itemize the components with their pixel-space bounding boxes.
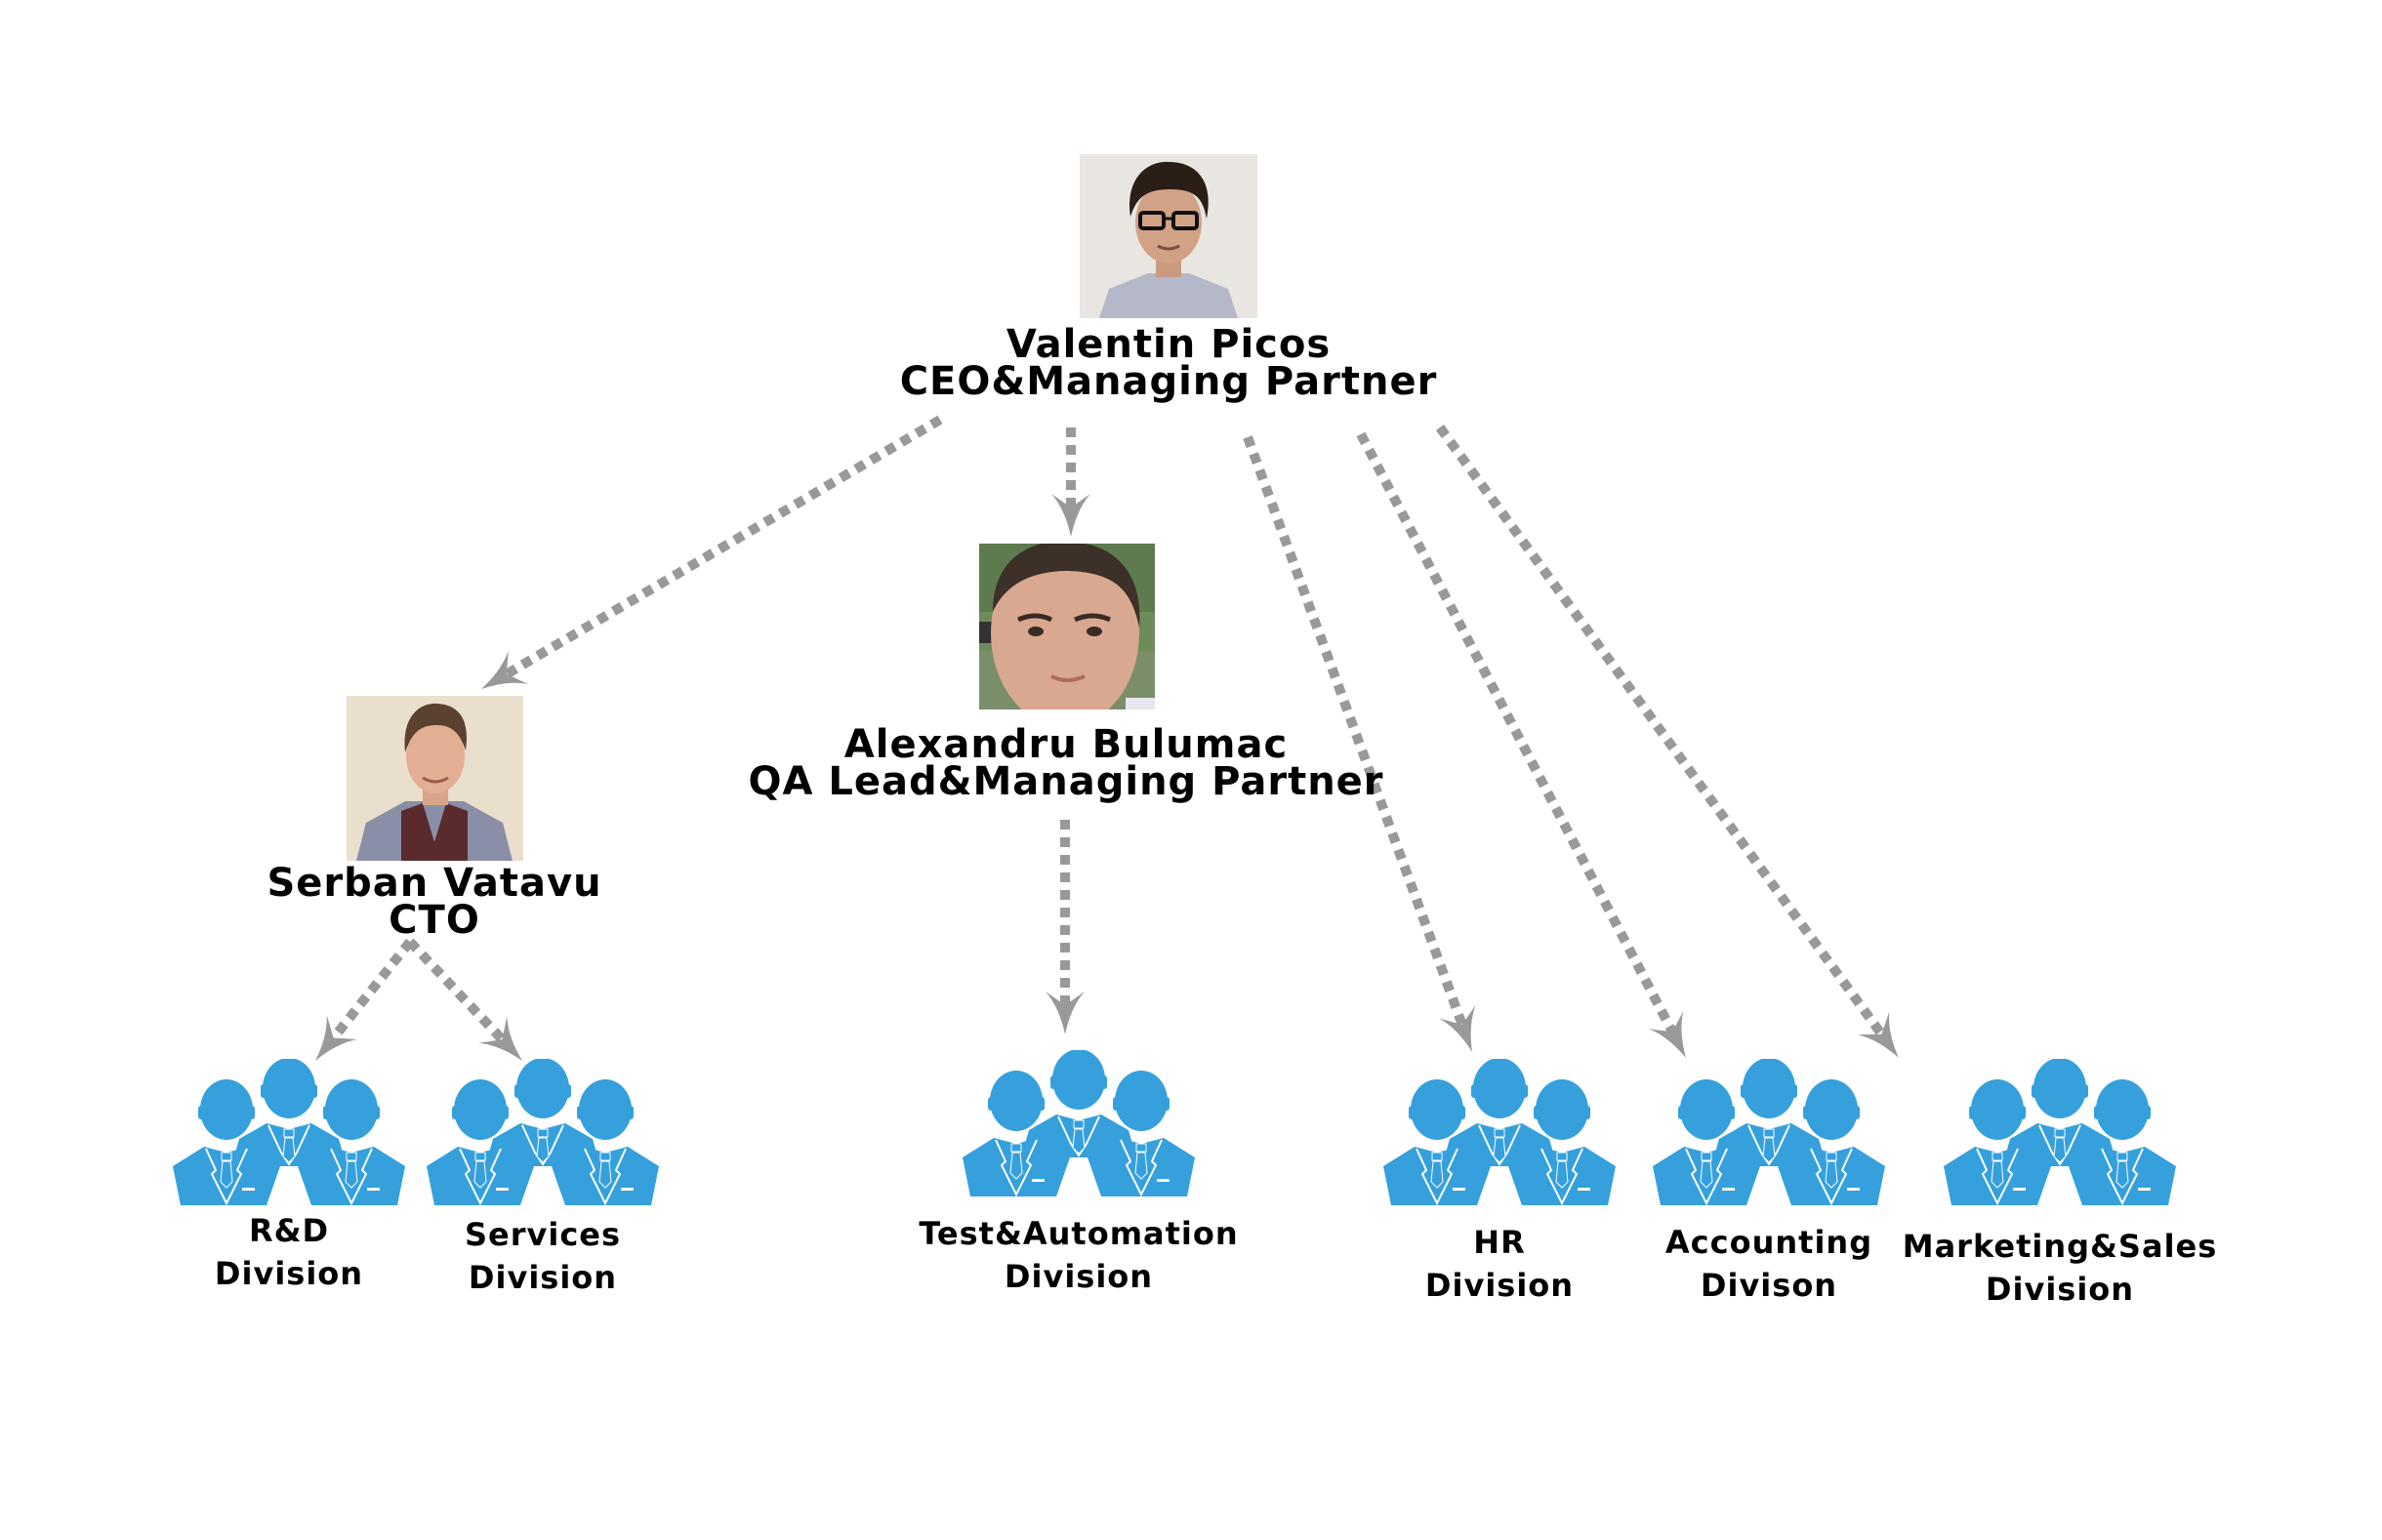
division-services: Services Division [416, 1059, 670, 1299]
connector-ceo-to-marketing-sales [1435, 425, 1899, 1058]
arrowhead-icon [1439, 1004, 1476, 1052]
qa-lead-label: Alexandru Bulumac QA Lead&Managing Partn… [748, 722, 1384, 804]
people-group-icon [961, 1050, 1197, 1196]
division-rnd: R&D Division [162, 1059, 416, 1295]
people-group-icon [1942, 1059, 2178, 1205]
connector-ceo-to-hr [1243, 435, 1476, 1052]
dotted-line [504, 415, 943, 679]
arrowhead-icon [315, 1015, 358, 1061]
division-suffix: Division [214, 1255, 364, 1292]
dotted-line [1435, 425, 1886, 1037]
people-group-icon [425, 1059, 661, 1205]
division-hr: HR Division [1373, 1059, 1626, 1307]
cto-name: Serban Vatavu [267, 861, 602, 906]
cto-title: CTO [389, 898, 480, 943]
division-label: Test&Automation Division [893, 1212, 1264, 1298]
ceo-title: CEO&Managing Partner [899, 359, 1438, 404]
people-group-icon [1651, 1059, 1887, 1205]
division-label: Accounting Divison [1642, 1221, 1896, 1307]
cto-photo [347, 696, 523, 861]
arrowhead-icon [1648, 1010, 1686, 1058]
division-suffix: Division [468, 1259, 618, 1296]
division-marketing-sales: Marketing&Sales Division [1884, 1059, 2236, 1311]
edges [315, 415, 1899, 1061]
division-name: HR [1473, 1224, 1526, 1261]
division-label: R&D Division [162, 1209, 416, 1295]
arrowhead-icon [1857, 1011, 1899, 1058]
qa-lead-title: QA Lead&Managing Partner [748, 759, 1384, 804]
arrowhead-icon [478, 1016, 522, 1061]
division-label: HR Division [1373, 1221, 1626, 1307]
qa-lead-photo [979, 544, 1155, 709]
arrowhead-icon [1051, 494, 1090, 537]
division-label: Marketing&Sales Division [1884, 1225, 2236, 1311]
portrait-photo-icon [979, 544, 1155, 709]
division-accounting: Accounting Divison [1642, 1059, 1896, 1307]
connector-cto-to-rnd [315, 938, 414, 1061]
division-name: Services [464, 1216, 622, 1253]
division-name: Marketing&Sales [1902, 1228, 2218, 1265]
dotted-line [329, 938, 414, 1041]
ceo-label: Valentin Picos CEO&Managing Partner [899, 322, 1438, 404]
arrowhead-icon [481, 650, 529, 689]
dotted-line [406, 938, 507, 1043]
division-suffix: Division [1004, 1258, 1154, 1295]
division-suffix: Divison [1700, 1267, 1838, 1304]
connector-ceo-to-cto [481, 415, 943, 689]
portrait-photo-icon [347, 696, 523, 861]
people-group-icon [171, 1059, 407, 1205]
cto-label: Serban Vatavu CTO [267, 861, 602, 943]
connector-qa-lead-to-test-automation [1046, 820, 1085, 1034]
division-label: Services Division [416, 1213, 670, 1299]
connector-ceo-to-accounting [1356, 431, 1686, 1058]
ceo-name: Valentin Picos [1006, 322, 1332, 367]
division-name: Test&Automation [919, 1215, 1239, 1252]
people-group-icon [1381, 1059, 1618, 1205]
connector-ceo-to-qa-lead [1051, 427, 1090, 537]
division-suffix: Division [1985, 1271, 2135, 1308]
connector-cto-to-services [406, 938, 522, 1061]
qa-lead-name: Alexandru Bulumac [843, 722, 1289, 767]
ceo-photo [1080, 154, 1257, 318]
dotted-line [1356, 431, 1677, 1034]
division-name: Accounting [1664, 1224, 1873, 1261]
division-name: R&D [248, 1212, 330, 1249]
portrait-photo-icon [1080, 154, 1257, 318]
division-suffix: Division [1424, 1267, 1575, 1304]
division-test-automation: Test&Automation Division [893, 1050, 1264, 1298]
arrowhead-icon [1046, 992, 1085, 1034]
